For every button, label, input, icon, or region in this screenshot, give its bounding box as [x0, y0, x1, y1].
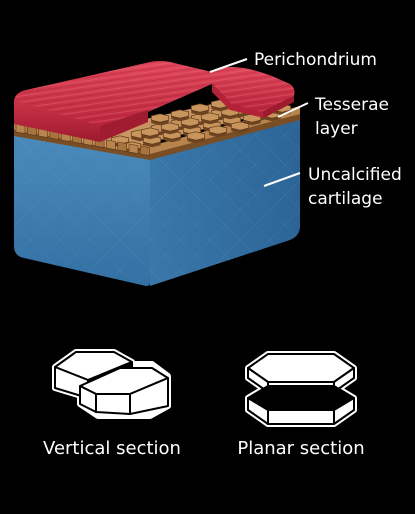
tesserae-label-line2: layer	[315, 119, 358, 139]
tessera-edge-tile	[140, 145, 150, 156]
tesserae-tiles	[110, 95, 292, 154]
tessera-edge-tile	[117, 141, 127, 152]
perichondrium-leader	[209, 58, 248, 73]
tessera-tile	[190, 103, 210, 113]
tesserae-label-line1: Tesserae	[314, 95, 389, 115]
vertical-section-caption: Vertical section	[43, 438, 181, 459]
planar-section-caption: Planar section	[237, 438, 364, 459]
perichondrium-label: Perichondrium	[254, 50, 377, 70]
uncalcified-cartilage-block	[14, 118, 300, 286]
leader-lines	[209, 58, 309, 187]
tessera-tile	[140, 127, 160, 137]
vertical-section-icon	[52, 349, 171, 419]
tessera-tile	[170, 109, 190, 119]
tesserae-edge-tiles	[15, 123, 150, 156]
tessera-tile	[200, 112, 220, 122]
planar-section-icon	[245, 351, 357, 427]
tessera-tile	[186, 131, 206, 141]
tesserae-leader	[277, 102, 309, 118]
tessera-tile	[208, 125, 228, 135]
tessera-tile	[150, 113, 170, 123]
tessera-tile	[230, 121, 250, 131]
perichondrium-layer	[14, 61, 295, 142]
uncalcified-label-line1: Uncalcified	[308, 165, 402, 185]
tessera-edge-tile	[106, 139, 116, 150]
tessera-edge-tile	[128, 143, 139, 154]
uncalcified-label-line2: cartilage	[308, 189, 383, 209]
uncalcified-leader	[263, 172, 301, 187]
tessera-tile	[160, 122, 180, 132]
